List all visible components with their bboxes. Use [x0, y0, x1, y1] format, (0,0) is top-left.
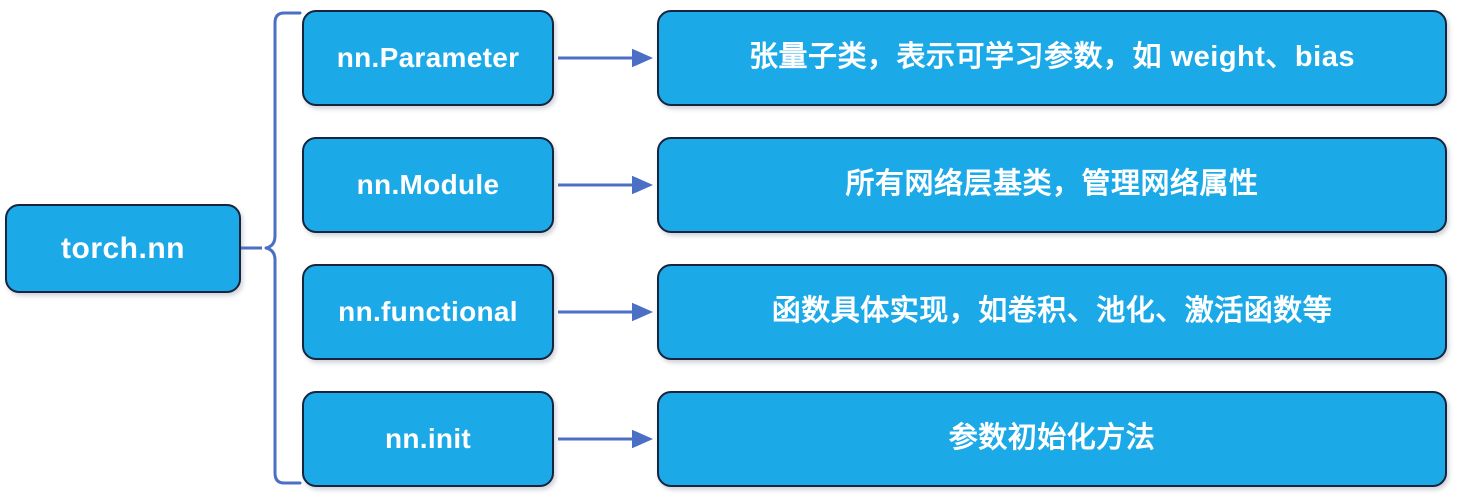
description-nn-module: 所有网络层基类，管理网络属性 [657, 137, 1447, 233]
branch-node-nn-functional[interactable]: nn.functional [302, 264, 554, 360]
branch-node-nn-parameter[interactable]: nn.Parameter [302, 10, 554, 106]
description-nn-parameter: 张量子类，表示可学习参数，如 weight、bias [657, 10, 1447, 106]
branch-node-nn-init[interactable]: nn.init [302, 391, 554, 487]
brace-connector [264, 11, 302, 485]
root-node-torch-nn[interactable]: torch.nn [5, 204, 241, 293]
description-nn-functional: 函数具体实现，如卷积、池化、激活函数等 [657, 264, 1447, 360]
branch-node-nn-module[interactable]: nn.Module [302, 137, 554, 233]
description-nn-init: 参数初始化方法 [657, 391, 1447, 487]
